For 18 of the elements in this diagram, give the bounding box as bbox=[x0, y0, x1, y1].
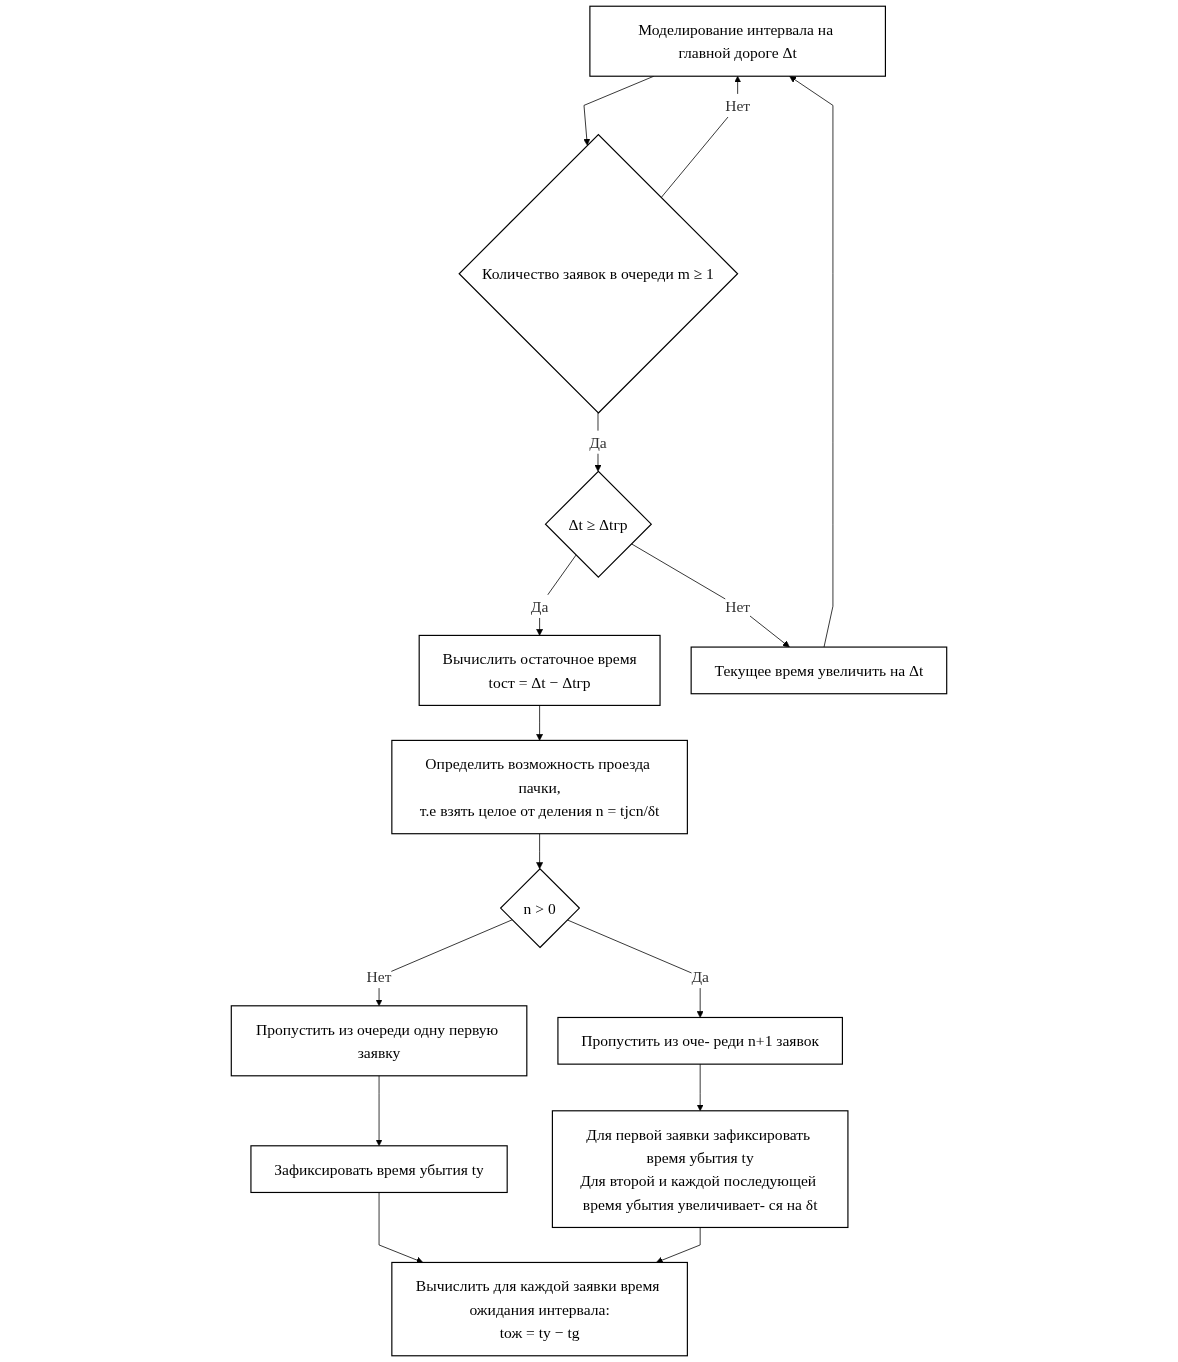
node-diamond: Δt ≥ Δtгр bbox=[544, 470, 653, 578]
node-box: Текущее время увеличить на Δt bbox=[690, 646, 948, 695]
node-box: Моделирование интервала на главной дороге Δt bbox=[589, 5, 886, 77]
edge-label: Да bbox=[530, 597, 549, 615]
node-box: Вычислить остаточное время tост = Δt − Δtгр bbox=[418, 634, 661, 706]
node-box: Зафиксировать время убытия tу bbox=[250, 1145, 508, 1194]
node-box: Вычислить для каждой заявки время ожидания интервала: tож = tу − tg bbox=[391, 1261, 688, 1357]
edge-label: Нет bbox=[725, 96, 751, 114]
edge-label: Нет bbox=[366, 968, 392, 986]
node-box: Пропустить из оче- реди n+1 заявок bbox=[557, 1016, 843, 1065]
edge-label: Нет bbox=[725, 597, 751, 615]
node-box: Для первой заявки зафиксировать время убытия tу Для второй и каждой последующей время убытия увеличивает- ся на δt bbox=[551, 1110, 849, 1229]
node-box: Определить возможность проезда пачки, т.е взять целое от деления n = tjcn/δt bbox=[391, 739, 688, 835]
node-box: Пропустить из очереди одну первую заявку bbox=[230, 1005, 528, 1077]
node-diamond: Количество заявок в очереди m ≥ 1 bbox=[458, 133, 739, 414]
node-diamond: n > 0 bbox=[499, 867, 581, 949]
edge-label: Да bbox=[691, 968, 709, 986]
edge-label: Да bbox=[589, 433, 607, 451]
